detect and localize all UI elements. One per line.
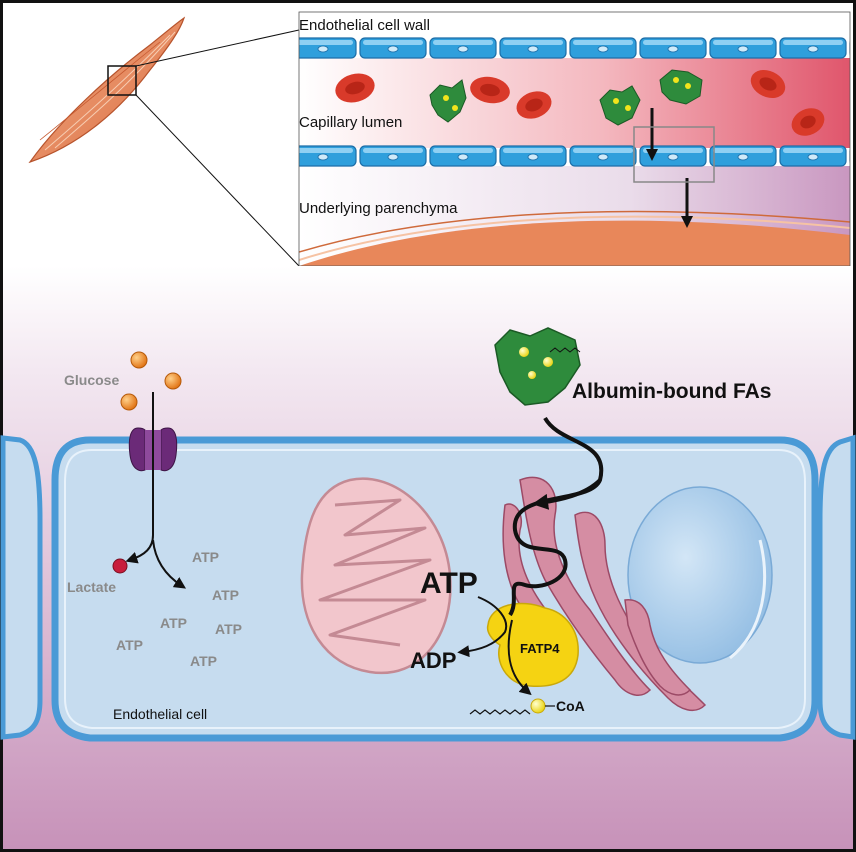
label-lactate: Lactate [67, 579, 116, 595]
endothelial-cell-segment [779, 37, 847, 59]
glucose-molecules [120, 351, 182, 411]
red-blood-cells [335, 69, 825, 136]
atp-label: ATP [160, 615, 187, 631]
atp-to-adp-arrow [457, 596, 508, 658]
cell-highlight-box [633, 126, 715, 183]
glycolysis-arrow-atp [152, 539, 187, 589]
albumin-molecule-large [494, 327, 581, 406]
endothelial-cell-segment [499, 145, 567, 167]
acyl-coa [469, 698, 555, 715]
fa-to-coa-arrow [507, 619, 532, 696]
atp-label: ATP [190, 653, 217, 669]
mitochondrion [300, 477, 452, 675]
label-albumin-bound-fas: Albumin-bound FAs [572, 380, 771, 403]
label-glucose: Glucose [64, 372, 119, 388]
atp-label: ATP [116, 637, 143, 653]
endothelial-cell-segment [569, 37, 637, 59]
albumin-molecules-small [429, 69, 703, 126]
endothelial-cell-segment [359, 37, 427, 59]
nucleus [627, 486, 773, 664]
atp-label: ATP [192, 549, 219, 565]
label-adp: ADP [410, 648, 456, 673]
endothelial-cell-segment [639, 37, 707, 59]
label-coa: CoA [556, 698, 585, 714]
endothelial-cells-top-row [299, 37, 850, 59]
zoom-line-bottom [135, 94, 300, 267]
endothelial-cell-segment [709, 37, 777, 59]
neighbor-cell-right [817, 434, 856, 740]
endothelial-cell-segment [429, 37, 497, 59]
endothelial-cell-segment [499, 37, 567, 59]
endothelial-cell-segment [429, 145, 497, 167]
label-fatp4: FATP4 [520, 641, 560, 656]
atp-label: ATP [212, 587, 239, 603]
lactate-molecule [112, 558, 128, 574]
label-underlying-parenchyma: Underlying parenchyma [299, 200, 458, 217]
label-capillary-lumen: Capillary lumen [299, 114, 402, 131]
muscle-fiber [299, 220, 850, 266]
neighbor-cell-left [0, 435, 43, 740]
glycolysis-arrow-stem [125, 392, 154, 564]
label-endothelial-cell-wall: Endothelial cell wall [299, 17, 430, 34]
endothelial-cells-bottom-row [299, 145, 850, 167]
muscle-icon [28, 16, 186, 164]
endothelial-cell-segment [299, 37, 357, 59]
atp-label: ATP [215, 621, 242, 637]
label-atp-main: ATP [420, 567, 478, 600]
zoom-box [107, 65, 137, 96]
atp-small-labels: ATP ATP ATP ATP ATP ATP [116, 549, 242, 669]
vessel-panel [299, 12, 850, 266]
fa-uptake-pathway-arrow [508, 416, 604, 617]
label-endothelial-cell: Endothelial cell [113, 706, 207, 722]
endothelial-cell-segment [299, 145, 357, 167]
zoom-line-top [135, 29, 300, 67]
endothelial-cell-segment [359, 145, 427, 167]
endothelial-cell-segment [569, 145, 637, 167]
endothelial-cell-segment [779, 145, 847, 167]
endothelial-cell-segment [709, 145, 777, 167]
endothelial-cell-segment [639, 145, 707, 167]
